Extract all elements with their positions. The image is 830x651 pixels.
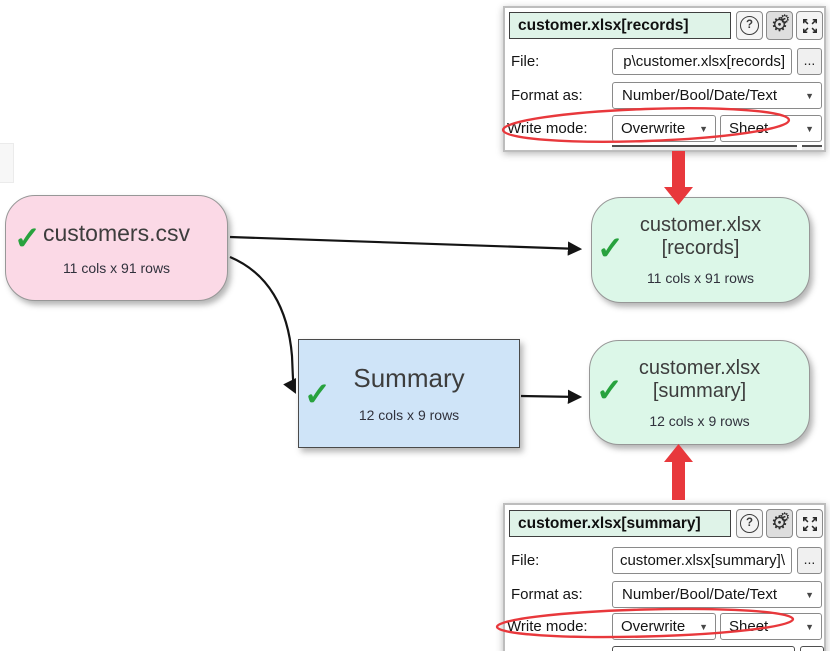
chevron-down-icon: ▼: [699, 622, 708, 632]
chevron-down-icon: ▼: [805, 590, 814, 600]
chevron-down-icon: ▼: [805, 124, 814, 134]
node-title-line1: customer.xlsx: [639, 214, 762, 236]
clipped-widget: [800, 646, 824, 651]
clipped-widget: [802, 145, 822, 150]
file-label: File:: [511, 552, 540, 569]
node-title-line2: [summary]: [652, 379, 747, 402]
node-output-summary[interactable]: customer.xlsx [summary] 12 cols x 9 rows: [589, 340, 810, 445]
node-customers-csv[interactable]: customers.csv 11 cols x 91 rows: [5, 195, 228, 301]
write-mode-dropdown[interactable]: Overwrite ▼: [612, 613, 716, 640]
sheet-mode-dropdown[interactable]: Sheet ▼: [720, 613, 822, 640]
node-subtitle: 12 cols x 9 rows: [649, 412, 750, 429]
chevron-down-icon: ▼: [699, 124, 708, 134]
expand-icon: [802, 18, 817, 33]
output-settings-panel-records: customer.xlsx[records] ? ⚙ ⚙ File: p\cus…: [503, 6, 826, 152]
node-title: customers.csv: [43, 220, 190, 247]
chevron-down-icon: ▼: [805, 91, 814, 101]
sheet-mode-dropdown[interactable]: Sheet ▼: [720, 115, 822, 142]
gear-small-icon: ⚙: [779, 510, 790, 524]
connector-source-to-records[interactable]: [229, 235, 583, 256]
checkmark-icon: ✓: [304, 376, 331, 412]
help-icon: ?: [740, 16, 759, 35]
expand-button[interactable]: [796, 11, 823, 40]
write-mode-dropdown[interactable]: Overwrite ▼: [612, 115, 716, 142]
format-as-label: Format as:: [511, 586, 583, 603]
panel-title-field[interactable]: customer.xlsx[records]: [509, 12, 731, 39]
gear-icon: ⚙: [770, 15, 789, 36]
file-path-field[interactable]: \customer.xlsx[summary]: [612, 547, 792, 574]
settings-button[interactable]: ⚙ ⚙: [766, 11, 793, 40]
node-subtitle: 12 cols x 9 rows: [358, 406, 460, 423]
file-path-field[interactable]: p\customer.xlsx[records]: [612, 48, 792, 75]
connector-source-to-summary[interactable]: [229, 255, 297, 394]
red-arrow-up-icon: [664, 444, 693, 500]
format-as-dropdown[interactable]: Number/Bool/Date/Text ▼: [612, 581, 822, 608]
write-mode-label: Write mode:: [507, 618, 588, 635]
connector-summary-to-output[interactable]: [520, 389, 583, 404]
clipped-widget: [612, 145, 797, 150]
checkmark-icon: ✓: [14, 220, 41, 256]
help-button[interactable]: ?: [736, 509, 763, 538]
help-icon: ?: [740, 514, 759, 533]
node-title: Summary: [353, 363, 465, 394]
sheet-mode-value: Sheet: [729, 618, 769, 635]
canvas-edge-artifact: [0, 143, 14, 183]
browse-button[interactable]: ...: [797, 48, 822, 75]
format-as-value: Number/Bool/Date/Text: [622, 586, 778, 603]
help-button[interactable]: ?: [736, 11, 763, 40]
output-settings-panel-summary: customer.xlsx[summary] ? ⚙ ⚙ File: \cust…: [503, 503, 826, 651]
settings-button[interactable]: ⚙ ⚙: [766, 509, 793, 538]
node-output-records[interactable]: customer.xlsx [records] 11 cols x 91 row…: [591, 197, 810, 303]
gear-icon: ⚙: [770, 513, 789, 534]
node-summary-transform[interactable]: Summary 12 cols x 9 rows: [298, 339, 520, 448]
format-as-label: Format as:: [511, 87, 583, 104]
file-label: File:: [511, 53, 540, 70]
node-subtitle: 11 cols x 91 rows: [62, 259, 171, 276]
sheet-mode-value: Sheet: [729, 120, 769, 137]
write-mode-value: Overwrite: [621, 618, 686, 635]
write-mode-label: Write mode:: [507, 120, 588, 137]
format-as-value: Number/Bool/Date/Text: [622, 87, 778, 104]
node-title-line2: [records]: [661, 237, 740, 259]
format-as-dropdown[interactable]: Number/Bool/Date/Text ▼: [612, 82, 822, 109]
checkmark-icon: ✓: [597, 230, 624, 266]
expand-icon: [802, 516, 817, 531]
chevron-down-icon: ▼: [805, 622, 814, 632]
browse-button[interactable]: ...: [797, 547, 822, 574]
gear-small-icon: ⚙: [779, 12, 790, 26]
panel-title-field[interactable]: customer.xlsx[summary]: [509, 510, 731, 537]
write-mode-value: Overwrite: [621, 120, 686, 137]
node-title-line1: customer.xlsx: [638, 356, 761, 379]
node-subtitle: 11 cols x 91 rows: [646, 270, 755, 286]
clipped-widget: [612, 646, 795, 651]
checkmark-icon: ✓: [596, 372, 623, 408]
expand-button[interactable]: [796, 509, 823, 538]
